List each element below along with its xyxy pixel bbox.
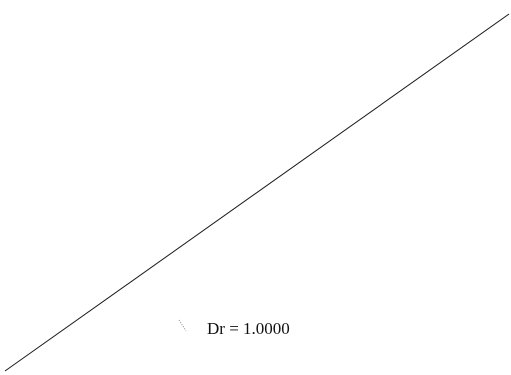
series-layer bbox=[4, 13, 510, 372]
pointer-mark bbox=[178, 319, 187, 332]
series-line-0 bbox=[4, 13, 510, 372]
dr-annotation: Dr = 1.0000 bbox=[207, 319, 290, 338]
annotation-marks bbox=[178, 319, 187, 332]
